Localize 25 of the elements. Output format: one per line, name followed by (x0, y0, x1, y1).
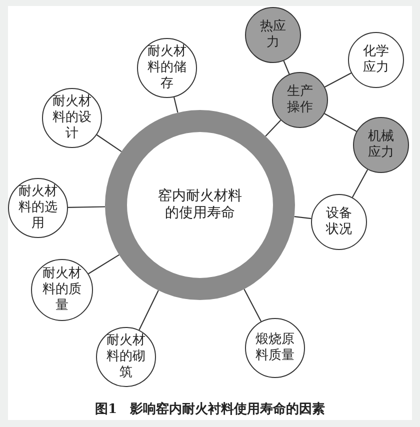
connector-line (96, 134, 122, 152)
connector-line (68, 206, 106, 208)
connector-line (265, 120, 282, 137)
factor-label: 耐火材料的储存 (146, 44, 188, 92)
factor-label: 耐火材料的选用 (18, 184, 58, 232)
factor-label: 生产操作 (286, 84, 314, 116)
connector-line (324, 113, 357, 132)
connector-line (244, 288, 262, 322)
factor-label: 设备状况 (324, 206, 353, 238)
connector-line (138, 290, 159, 330)
connector-line (283, 60, 290, 74)
factor-label: 耐火材料的设计 (52, 94, 92, 142)
factor-label: 耐火材料的砌筑 (106, 332, 146, 382)
factor-label: 窑内耐火材料的使用寿命 (157, 188, 243, 222)
factor-label: 耐火材料的质量 (42, 266, 82, 314)
connector-line (88, 254, 120, 274)
factor-label: 热应力 (259, 18, 287, 52)
figure-caption: 图1 影响窑内耐火衬料使用寿命的因素 (94, 402, 326, 417)
factor-label: 机械应力 (367, 128, 395, 162)
factor-label: 煅烧原料质量 (254, 332, 296, 364)
connector-line (294, 216, 312, 220)
connector-line (324, 72, 352, 88)
factor-label: 化学应力 (362, 44, 390, 76)
connector-line (174, 97, 178, 113)
connector-line (352, 169, 368, 198)
